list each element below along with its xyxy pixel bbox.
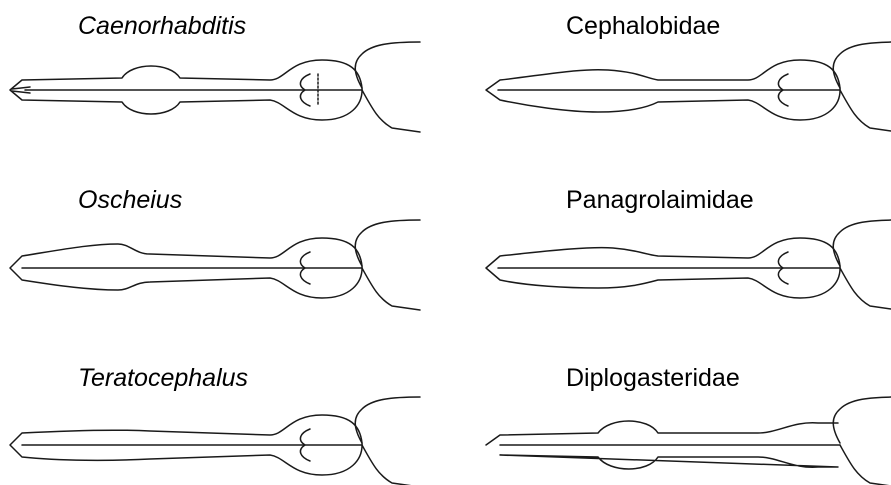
pharynx-drawing-panagrolaimidae (486, 220, 891, 310)
pharynx-drawing-diplogasteridae (486, 397, 891, 485)
pharynx-drawing-teratocephalus (10, 397, 420, 485)
pharynx-drawing-caenorhabditis (10, 42, 420, 132)
pharynx-drawing-cephalobidae (486, 42, 891, 132)
pharynx-drawing-oscheius (10, 220, 420, 310)
